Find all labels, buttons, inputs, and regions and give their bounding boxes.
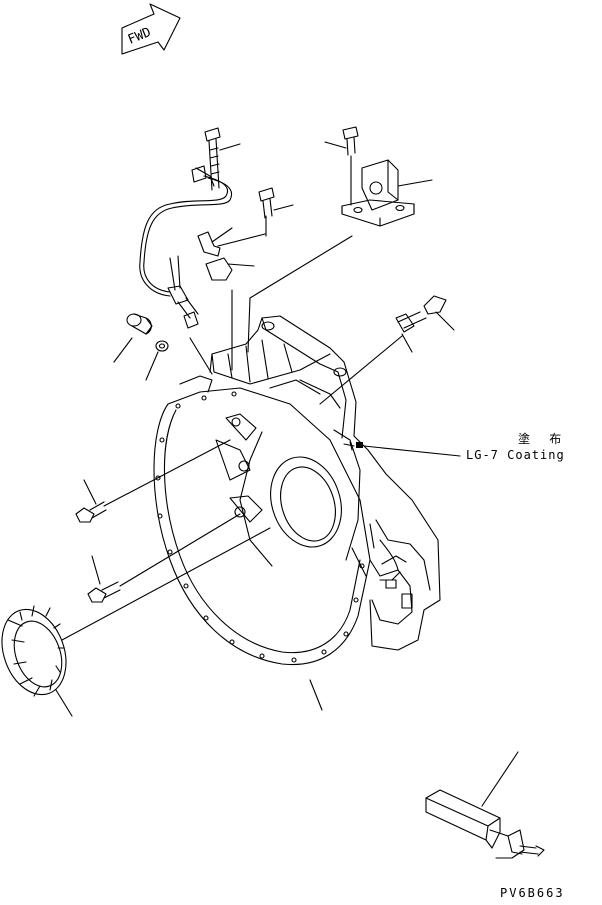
- bolt-right: [396, 296, 454, 352]
- bolt-top-right: [325, 127, 358, 205]
- figure-code: PV6B663: [500, 886, 565, 900]
- fwd-label: FWD: [126, 25, 154, 48]
- mounting-bracket: [342, 160, 432, 226]
- bolt-left-lower: [88, 514, 240, 602]
- washer: [146, 341, 168, 380]
- bolt-top-left: [205, 128, 240, 190]
- plug: [114, 314, 152, 362]
- coating-label-english: LG-7 Coating: [466, 448, 565, 462]
- bolt-middle: [259, 188, 293, 218]
- fwd-arrow-icon: FWD: [122, 4, 180, 54]
- sensor-harness: [140, 166, 232, 328]
- flywheel-housing: [154, 236, 460, 710]
- harness-clamp: [198, 216, 266, 280]
- coating-label-japanese: 塗 布: [518, 432, 568, 446]
- dowel-pin: [426, 752, 544, 858]
- seal-ring: [0, 528, 270, 716]
- bolt-left-upper: [76, 440, 230, 522]
